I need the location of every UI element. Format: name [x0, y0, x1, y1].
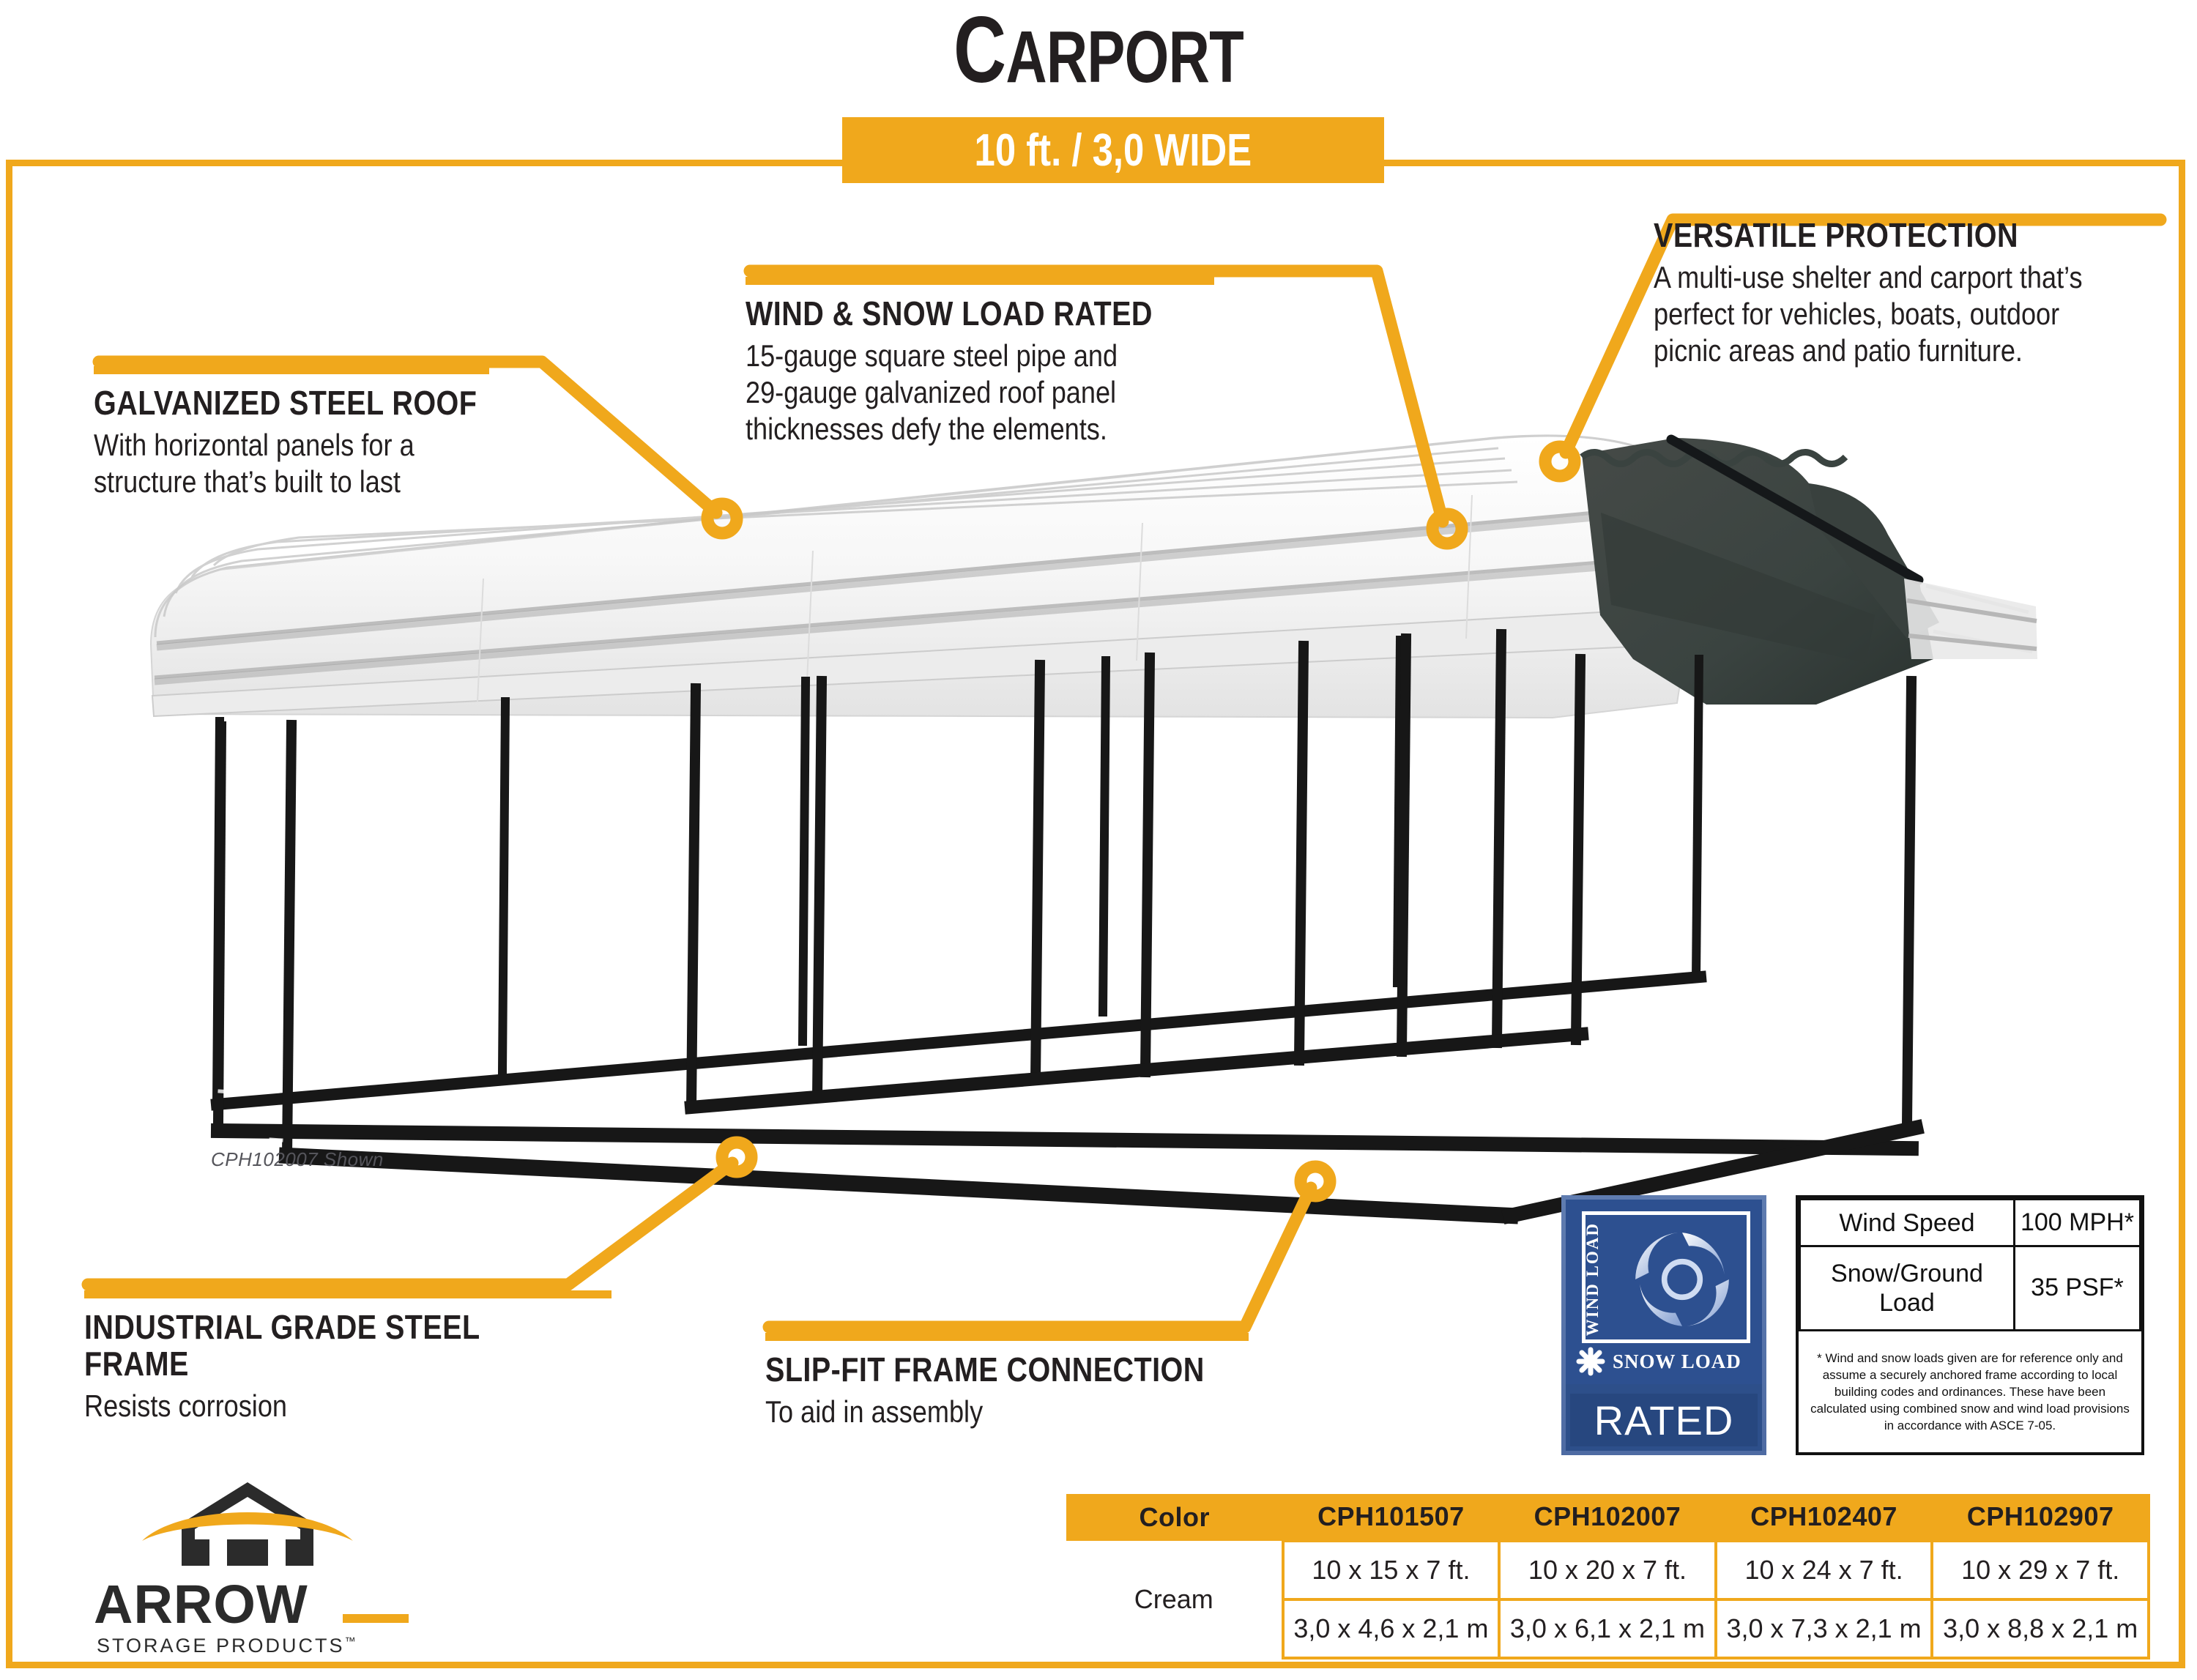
spec-table: Wind Speed 100 MPH* Snow/Ground Load 35 … — [1796, 1195, 2144, 1455]
logo-tagline-text: STORAGE PRODUCTS — [97, 1635, 345, 1657]
spec-row-snow-ground-load: Snow/Ground Load 35 PSF* — [1799, 1245, 2142, 1331]
arrow-storage-products-logo: ARROW STORAGE PRODUCTS™ — [94, 1478, 409, 1661]
carport-frame — [210, 628, 1925, 1224]
spec-label: Snow/Ground Load — [1799, 1245, 2015, 1331]
model-header-cph102407: CPH102407 — [1715, 1494, 1933, 1541]
logo-tagline: STORAGE PRODUCTS™ — [97, 1635, 404, 1657]
callout-body-line: Resists corrosion — [84, 1389, 288, 1423]
page-title: CARPORT — [0, 0, 2197, 103]
callout-accent-rule — [765, 1333, 1249, 1341]
callout-body-line: To aid in assembly — [765, 1394, 984, 1429]
model-size-table: Color CPH101507 CPH102007 CPH102407 CPH1… — [1066, 1494, 2150, 1659]
model-size-cell: 3,0 x 6,1 x 2,1 m — [1498, 1598, 1717, 1659]
model-size-cell: 3,0 x 8,8 x 2,1 m — [1930, 1598, 2150, 1659]
carport-roof — [149, 434, 1708, 719]
subtitle-text: 10 ft. / 3,0 WIDE — [974, 124, 1252, 176]
snowflake-icon — [1576, 1347, 1605, 1376]
callout-heading: WIND & SNOW LOAD RATED — [746, 294, 1153, 332]
callout-galvanized-steel-roof: GALVANIZED STEEL ROOF With horizontal pa… — [94, 366, 562, 500]
model-size-cell: 10 x 29 x 7 ft. — [1930, 1539, 2150, 1601]
leader-endpoint-rings — [701, 440, 1581, 1203]
model-color-value: Cream — [1066, 1541, 1285, 1658]
logo-accent-bar — [343, 1614, 409, 1623]
callout-body-line: thicknesses defy the elements. — [746, 412, 1107, 446]
spec-label: Wind Speed — [1799, 1197, 2015, 1248]
callout-industrial-grade-steel-frame: INDUSTRIAL GRADE STEEL FRAME Resists cor… — [84, 1290, 641, 1424]
carport-end-panel — [1580, 434, 2037, 705]
logo-brand-text: ARROW — [94, 1574, 308, 1635]
wind-snow-load-rated-badge: WIND LOAD — [1561, 1195, 1766, 1455]
badge-rated-label: RATED — [1594, 1397, 1734, 1443]
callout-accent-rule — [94, 366, 489, 374]
model-row-metric: 3,0 x 4,6 x 2,1 m 3,0 x 6,1 x 2,1 m 3,0 … — [1066, 1598, 2150, 1659]
callout-body-line: perfect for vehicles, boats, outdoor — [1654, 297, 2060, 331]
model-header-cph102007: CPH102007 — [1499, 1494, 1716, 1541]
callout-heading: SLIP-FIT FRAME CONNECTION — [765, 1350, 1205, 1389]
callout-heading: VERSATILE PROTECTION — [1654, 216, 2019, 254]
spec-value: 35 PSF* — [2012, 1245, 2142, 1331]
model-header-color: Color — [1066, 1494, 1283, 1541]
spec-value: 100 MPH* — [2012, 1197, 2142, 1248]
spec-row-wind-speed: Wind Speed 100 MPH* — [1799, 1197, 2142, 1248]
arrow-house-icon — [142, 1482, 353, 1566]
model-size-cell: 10 x 20 x 7 ft. — [1498, 1539, 1717, 1601]
callout-heading: GALVANIZED STEEL ROOF — [94, 384, 477, 422]
model-size-cell: 3,0 x 7,3 x 2,1 m — [1714, 1598, 1934, 1659]
badge-snow-label: SNOW LOAD — [1613, 1350, 1741, 1372]
spec-footnote-row: * Wind and snow loads given are for refe… — [1799, 1328, 2141, 1452]
model-size-cell: 10 x 15 x 7 ft. — [1281, 1539, 1501, 1601]
model-header-cph101507: CPH101507 — [1282, 1494, 1500, 1541]
title-rest: ARPORT — [1005, 16, 1244, 98]
callout-slip-fit-frame-connection: SLIP-FIT FRAME CONNECTION To aid in asse… — [765, 1333, 1278, 1430]
callout-versatile-protection: VERSATILE PROTECTION A multi-use shelter… — [1654, 217, 2166, 369]
model-table-header-row: Color CPH101507 CPH102007 CPH102407 CPH1… — [1066, 1494, 2149, 1541]
callout-body-line: structure that’s built to last — [94, 464, 401, 499]
model-header-cph102907: CPH102907 — [1932, 1494, 2149, 1541]
callout-accent-rule — [84, 1290, 611, 1298]
callout-body-line: picnic areas and patio furniture. — [1654, 333, 2023, 368]
hurricane-swirl-icon — [1635, 1233, 1729, 1326]
model-size-cell: 10 x 24 x 7 ft. — [1714, 1539, 1934, 1601]
subtitle-banner: 10 ft. / 3,0 WIDE — [842, 117, 1384, 183]
callout-body-line: A multi-use shelter and carport that’s — [1654, 260, 2083, 294]
callout-body-line: 15-gauge square steel pipe and — [746, 338, 1118, 373]
model-size-cell: 3,0 x 4,6 x 2,1 m — [1281, 1598, 1501, 1659]
logo-tm-mark: ™ — [344, 1635, 358, 1648]
callout-heading: INDUSTRIAL GRADE STEEL FRAME — [84, 1308, 480, 1383]
callout-accent-rule — [746, 277, 1214, 285]
product-image-caption: CPH102007 Shown — [211, 1148, 384, 1170]
leader-lines — [81, 213, 2167, 1334]
callout-body-line: With horizontal panels for a — [94, 428, 415, 462]
spec-footnote: * Wind and snow loads given are for refe… — [1799, 1328, 2141, 1452]
title-text: CARPORT — [953, 0, 1244, 103]
callout-body-line: 29-gauge galvanized roof panel — [746, 375, 1117, 409]
model-row-imperial: Cream 10 x 15 x 7 ft. 10 x 20 x 7 ft. 10… — [1066, 1539, 2150, 1658]
callout-wind-snow-load-rated: WIND & SNOW LOAD RATED 15-gauge square s… — [746, 277, 1229, 447]
